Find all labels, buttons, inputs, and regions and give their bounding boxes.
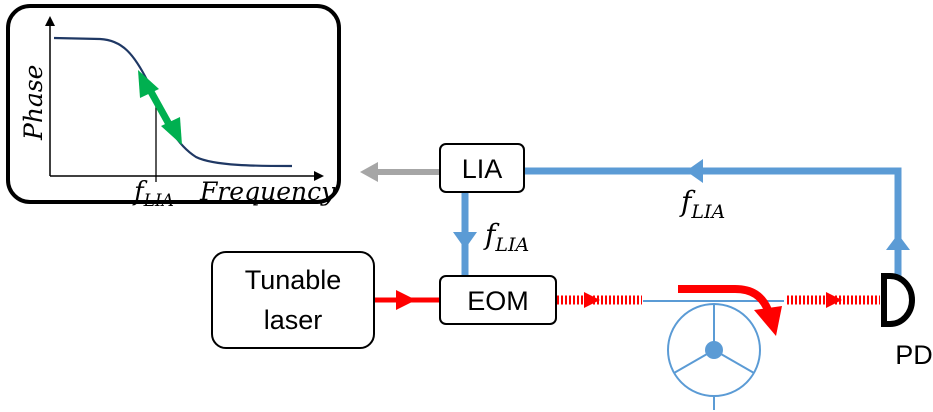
- modulation-path: [453, 190, 477, 276]
- laser-to-eom-beam: [374, 290, 440, 310]
- lia-label: LIA: [462, 154, 503, 184]
- resonator-wheel: [643, 300, 784, 410]
- y-axis-arrowhead: [45, 16, 55, 26]
- photodiode: PD: [881, 273, 933, 370]
- pd-output-arrowhead: [886, 234, 910, 250]
- inset-frame: [6, 4, 341, 204]
- electrical-feedback-path: [524, 159, 910, 276]
- laser-label-line2: laser: [264, 305, 323, 335]
- eom-block: EOM: [439, 275, 557, 325]
- feedback-arrowhead: [686, 159, 703, 183]
- coupling-curved-arrow: [678, 285, 782, 336]
- y-axis-label: Phase: [19, 65, 48, 141]
- feedback-frequency-label: fLIA: [679, 185, 725, 223]
- output-arrow: [360, 162, 440, 182]
- eom-label: EOM: [467, 286, 529, 316]
- photodiode-icon: [881, 273, 915, 327]
- laser-label-line1: Tunable: [245, 265, 342, 295]
- modulation-arrowhead: [453, 232, 477, 249]
- photodiode-label: PD: [895, 340, 933, 370]
- lia-block: LIA: [439, 143, 525, 193]
- x-axis-arrowhead: [314, 171, 324, 181]
- modulation-frequency-label: fLIA: [483, 218, 529, 256]
- phase-plot-inset: Phase Frequency fLIA: [6, 4, 341, 211]
- modulated-beam: [557, 292, 880, 308]
- marker-label: fLIA: [132, 177, 174, 211]
- x-axis-label: Frequency: [199, 177, 336, 206]
- tunable-laser-block: Tunable laser: [211, 251, 375, 349]
- sweep-double-arrow: [138, 70, 182, 145]
